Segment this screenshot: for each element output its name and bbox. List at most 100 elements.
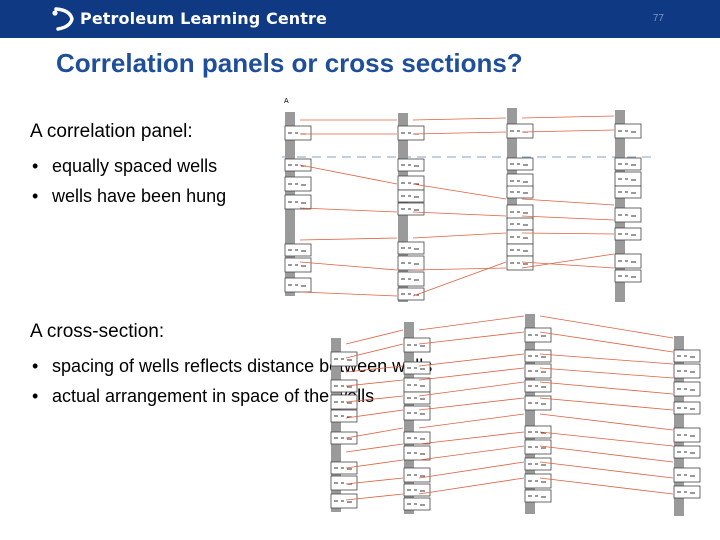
correlation-panel-heading: A correlation panel: bbox=[30, 121, 193, 142]
correlation-line bbox=[412, 267, 507, 271]
correlation-line bbox=[521, 198, 615, 206]
log-mark bbox=[334, 358, 352, 361]
correlation-line bbox=[299, 207, 398, 213]
correlation-line bbox=[299, 237, 398, 241]
brand-name: Petroleum Learning Centre bbox=[80, 9, 327, 28]
correlation-line bbox=[412, 261, 507, 297]
log-mark bbox=[677, 355, 695, 358]
correlation-line bbox=[345, 379, 404, 387]
correlation-line bbox=[345, 409, 404, 419]
log-mark bbox=[510, 262, 528, 265]
log-mark bbox=[528, 402, 546, 405]
log-mark bbox=[677, 370, 695, 373]
correlation-line bbox=[299, 291, 398, 297]
cross-section-diagram bbox=[330, 314, 701, 516]
slide-title: Correlation panels or cross sections? bbox=[56, 48, 523, 78]
correlation-line bbox=[539, 445, 674, 463]
correlation-line bbox=[521, 129, 615, 133]
header-bar: Petroleum Learning Centre 77 bbox=[0, 0, 720, 38]
log-mark bbox=[334, 385, 352, 388]
correlation-line bbox=[539, 331, 674, 353]
log-mark bbox=[618, 191, 636, 194]
correlation-line bbox=[539, 381, 674, 395]
log-mark bbox=[407, 474, 425, 477]
correlation-line bbox=[521, 253, 615, 269]
correlation-line bbox=[539, 477, 674, 495]
log-mark bbox=[407, 412, 425, 415]
correlation-line bbox=[521, 232, 615, 235]
correlation-line bbox=[418, 331, 525, 345]
correlation-line bbox=[299, 164, 398, 185]
log-mark bbox=[510, 236, 528, 239]
log-mark bbox=[407, 397, 425, 400]
log-mark bbox=[510, 191, 528, 194]
correlation-line bbox=[412, 211, 507, 217]
log-mark bbox=[288, 249, 306, 252]
correlation-line bbox=[412, 183, 507, 200]
page-number: 77 bbox=[652, 13, 664, 24]
correlation-line bbox=[345, 477, 404, 485]
bullet-item: equally spaced wells bbox=[30, 154, 226, 178]
log-mark bbox=[677, 434, 695, 437]
log-mark bbox=[528, 385, 546, 388]
correlation-line bbox=[539, 431, 674, 447]
log-mark bbox=[407, 503, 425, 506]
correlation-line bbox=[418, 477, 525, 495]
correlation-line bbox=[539, 315, 674, 339]
correlation-line bbox=[418, 367, 525, 381]
log-mark bbox=[618, 214, 636, 217]
log-mark bbox=[407, 367, 425, 370]
log-mark bbox=[401, 164, 419, 167]
log-mark bbox=[510, 223, 528, 226]
correlation-line bbox=[345, 395, 404, 403]
bullet-item: actual arrangement in space of the wells bbox=[30, 384, 432, 408]
log-mark bbox=[677, 451, 695, 454]
log-mark bbox=[510, 249, 528, 252]
log-mark bbox=[401, 208, 419, 211]
log-mark bbox=[334, 437, 352, 440]
well-column bbox=[615, 110, 625, 302]
correlation-line bbox=[412, 117, 507, 121]
log-mark bbox=[401, 247, 419, 250]
correlation-line bbox=[345, 443, 404, 453]
log-mark bbox=[288, 201, 306, 204]
log-mark bbox=[401, 278, 419, 281]
log-mark bbox=[401, 195, 419, 198]
log-mark bbox=[407, 489, 425, 492]
log-mark bbox=[528, 431, 546, 434]
log-mark bbox=[528, 355, 546, 358]
log-mark bbox=[510, 163, 528, 166]
correlation-line bbox=[418, 353, 525, 367]
log-mark bbox=[407, 384, 425, 387]
log-mark bbox=[288, 183, 306, 186]
log-mark bbox=[401, 262, 419, 265]
correlation-line bbox=[418, 397, 525, 411]
log-mark bbox=[510, 211, 528, 214]
log-mark bbox=[528, 370, 546, 373]
log-mark bbox=[334, 500, 352, 503]
correlation-line bbox=[539, 413, 674, 431]
log-mark bbox=[407, 437, 425, 440]
correlation-line bbox=[345, 365, 404, 373]
log-mark bbox=[677, 474, 695, 477]
log-mark bbox=[334, 467, 352, 470]
correlation-panel-bullets: equally spaced wells wells have been hun… bbox=[30, 154, 226, 214]
correlation-line bbox=[521, 215, 615, 221]
log-mark bbox=[677, 491, 695, 494]
well-column bbox=[674, 336, 684, 516]
petroleum-logo-icon bbox=[52, 7, 74, 31]
log-mark bbox=[334, 401, 352, 404]
correlation-line bbox=[539, 397, 674, 411]
well-column bbox=[331, 338, 341, 512]
correlation-line bbox=[345, 427, 404, 439]
correlation-line bbox=[345, 459, 404, 469]
correlation-line bbox=[412, 232, 507, 239]
correlation-line bbox=[539, 461, 674, 479]
correlation-line bbox=[418, 315, 525, 331]
log-mark bbox=[618, 260, 636, 263]
log-mark bbox=[288, 264, 306, 267]
log-mark bbox=[618, 233, 636, 236]
log-mark bbox=[528, 446, 546, 449]
log-mark bbox=[618, 130, 636, 133]
